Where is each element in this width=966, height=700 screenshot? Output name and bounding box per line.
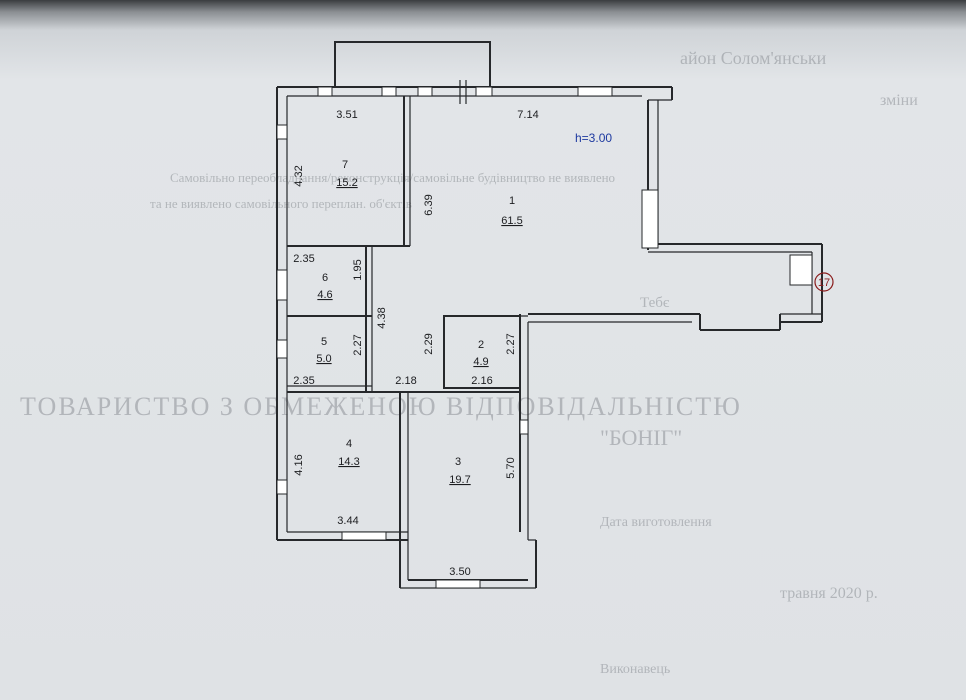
- room-7-area: 15.2: [336, 177, 357, 189]
- room-1-number: 1: [509, 195, 515, 207]
- dim-room1-width: 7.14: [517, 109, 538, 121]
- dim-corridor-width: 2.18: [395, 375, 416, 387]
- bg-text-note-line2: та не виявлено самовільного переплан. об…: [150, 196, 412, 211]
- dim-room7-height: 4.32: [293, 165, 305, 186]
- dim-room6-height: 1.95: [352, 259, 364, 280]
- bg-text-date: травня 2020 р.: [780, 585, 878, 602]
- dim-room4-height: 4.16: [293, 454, 305, 475]
- ceiling-height-label: h=3.00: [575, 131, 612, 145]
- room-4-area: 14.3: [338, 456, 359, 468]
- room-7-number: 7: [342, 159, 348, 171]
- room-3-area: 19.7: [449, 474, 470, 486]
- marker-number: 17: [818, 277, 830, 289]
- interior-walls: [287, 96, 528, 540]
- dim-room6-width: 2.35: [293, 253, 314, 265]
- bg-text-note-line1: Самовільно переобладнання/реконструкція/…: [170, 170, 616, 185]
- dim-room7-width: 3.51: [336, 109, 357, 121]
- bg-text-district: айон Солом'янськи: [680, 48, 827, 68]
- dim-room2-right-height: 2.27: [505, 333, 517, 354]
- room-6-number: 6: [322, 272, 328, 284]
- room-2-area: 4.9: [473, 356, 488, 368]
- room-4-number: 4: [346, 438, 352, 450]
- dim-room3-height: 5.70: [505, 457, 517, 478]
- bg-text-company-name: "БОНІГ": [600, 425, 683, 450]
- balcony-outline: [334, 41, 491, 88]
- room-3-number: 3: [455, 456, 461, 468]
- dim-room5-height: 2.27: [352, 334, 364, 355]
- bg-text-executor: Виконавець: [600, 662, 671, 677]
- marker-circle: [814, 272, 834, 292]
- dim-room4-width: 3.44: [337, 515, 358, 527]
- bg-text-date-label: Дата виготовлення: [600, 515, 712, 530]
- room-6-area: 4.6: [317, 289, 332, 301]
- dim-room3-width: 3.50: [449, 566, 470, 578]
- room-5-area: 5.0: [316, 353, 331, 365]
- room-5-number: 5: [321, 336, 327, 348]
- room-1-area: 61.5: [501, 215, 522, 227]
- dim-room5-width: 2.35: [293, 375, 314, 387]
- dim-room1-height: 6.39: [423, 194, 435, 215]
- windows: [276, 86, 813, 589]
- dim-room2-left-height: 2.29: [423, 333, 435, 354]
- bg-text-company: ТОВАРИСТВО З ОБМЕЖЕНОЮ ВІДПОВІДАЛЬНІСТЮ: [20, 392, 742, 421]
- dim-room2-width: 2.16: [471, 375, 492, 387]
- room-2-number: 2: [478, 339, 484, 351]
- dim-corridor-height: 4.38: [376, 307, 388, 328]
- bg-text-tebe: Тебє: [640, 295, 670, 311]
- bg-text-changes: зміни: [880, 92, 918, 109]
